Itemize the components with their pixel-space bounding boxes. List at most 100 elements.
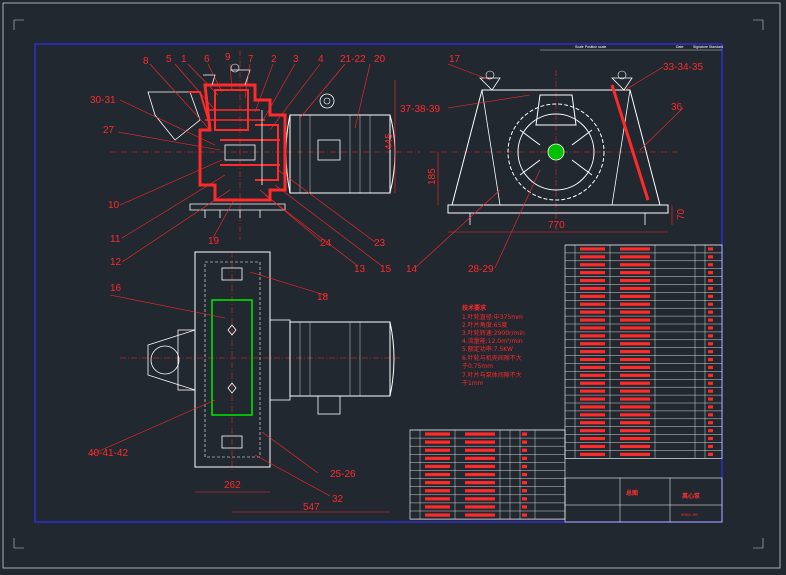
table-cell-mark [708,271,713,275]
table-cell-mark [580,405,605,409]
table-cell-mark [708,342,713,346]
callout-33-34-35: 33-34-35 [663,62,703,73]
table-cell-mark [708,255,713,259]
table-cell-mark [580,357,605,362]
callout-28-29: 28-29 [468,264,494,275]
table-cell-mark [580,429,605,433]
table-cell-mark [580,381,605,385]
table-cell-mark [580,452,605,456]
table-cell-mark [522,497,527,501]
table-cell-mark [708,334,713,338]
dim-185: 185 [427,168,438,185]
table-cell-mark [620,271,650,275]
table-cell-mark [620,357,650,362]
table-cell-mark [465,464,495,469]
table-cell-mark [580,263,605,267]
outer-frame [2,2,781,569]
table-cell-mark [522,440,527,444]
table-cell-mark [708,310,713,314]
callout-18: 18 [317,292,329,303]
table-cell-mark [620,436,650,441]
callout-21-22: 21-22 [340,54,366,65]
callout-20: 20 [374,54,386,65]
header-strip: Scale Position scale Date Signature Stan… [540,45,723,51]
table-cell-mark [580,310,605,314]
table-cell-mark [620,294,650,298]
callout-10: 10 [108,200,120,211]
table-cell-mark [465,481,495,485]
table-cell-mark [580,397,605,401]
table-cell-mark [620,286,650,291]
table-cell-mark [620,397,650,401]
callout-36: 36 [671,102,683,113]
dim-770: 770 [548,220,565,231]
table-cell-mark [708,357,713,362]
table-cell-mark [708,326,713,330]
table-cell-mark [465,456,495,460]
parts-list-lower [409,429,566,520]
table-cell-mark [580,318,605,322]
note-line: 3.叶轮转速:2900r/min [462,329,525,337]
table-cell-mark [620,365,650,370]
table-cell-mark [620,373,650,377]
callout-3: 3 [293,54,299,65]
table-cell-mark [620,310,650,314]
inspection-plate [211,299,253,416]
table-cell-mark [620,342,650,346]
header-right: Signature Standard [693,45,723,49]
callout-12: 12 [110,257,122,268]
front-view: 8 5 1 6 9 7 2 3 4 21-22 20 30-31 27 10 1… [90,50,420,275]
table-cell-mark [580,365,605,370]
callout-32: 32 [332,494,344,505]
table-cell-mark [580,334,605,338]
note-line: 1.叶轮直径:中375mm [462,313,523,321]
table-cell-mark [708,278,713,283]
table-cell-mark [465,432,495,436]
table-cell-mark [425,505,450,509]
table-cell-mark [580,286,605,291]
callout-16: 16 [110,283,122,294]
table-cell-mark [708,373,713,377]
table-cell-mark [465,472,495,477]
table-cell-mark [425,456,450,460]
callout-8: 8 [143,56,149,67]
table-cell-mark [425,497,450,501]
motor-front [289,114,391,194]
table-cell-mark [708,452,713,456]
table-cell-mark [580,271,605,275]
table-cell-mark [522,448,527,452]
table-cell-mark [580,294,605,298]
table-cell-mark [620,350,650,354]
table-cell-mark [620,389,650,393]
table-cell-mark [620,444,650,449]
table-cell-mark [620,452,650,456]
table-cell-mark [580,302,605,306]
table-cell-mark [620,334,650,338]
table-cell-mark [580,350,605,354]
dim-547: 547 [303,502,320,513]
table-cell-mark [522,472,527,477]
table-cell-mark [580,278,605,283]
table-cell-mark [580,255,605,259]
table-cell-mark [425,472,450,477]
table-cell-mark [580,373,605,377]
callout-13: 13 [354,264,366,275]
callout-5: 5 [166,54,172,65]
table-cell-mark [708,389,713,393]
side-view: 770 185 70 17 33-34-35 37-38-39 36 14 28… [400,54,703,275]
callout-14: 14 [406,264,418,275]
table-cell-mark [620,405,650,409]
dim-445: 445 [384,133,395,150]
callout-2: 2 [271,54,277,65]
table-cell-mark [620,318,650,322]
title-name: 总图 [626,489,638,497]
table-cell-mark [620,429,650,433]
table-cell-mark [708,302,713,306]
table-cell-mark [708,365,713,370]
table-cell-mark [708,397,713,401]
table-cell-mark [522,456,527,460]
callout-30-31: 30-31 [90,95,116,106]
table-cell-mark [708,436,713,441]
table-cell-mark [522,489,527,493]
